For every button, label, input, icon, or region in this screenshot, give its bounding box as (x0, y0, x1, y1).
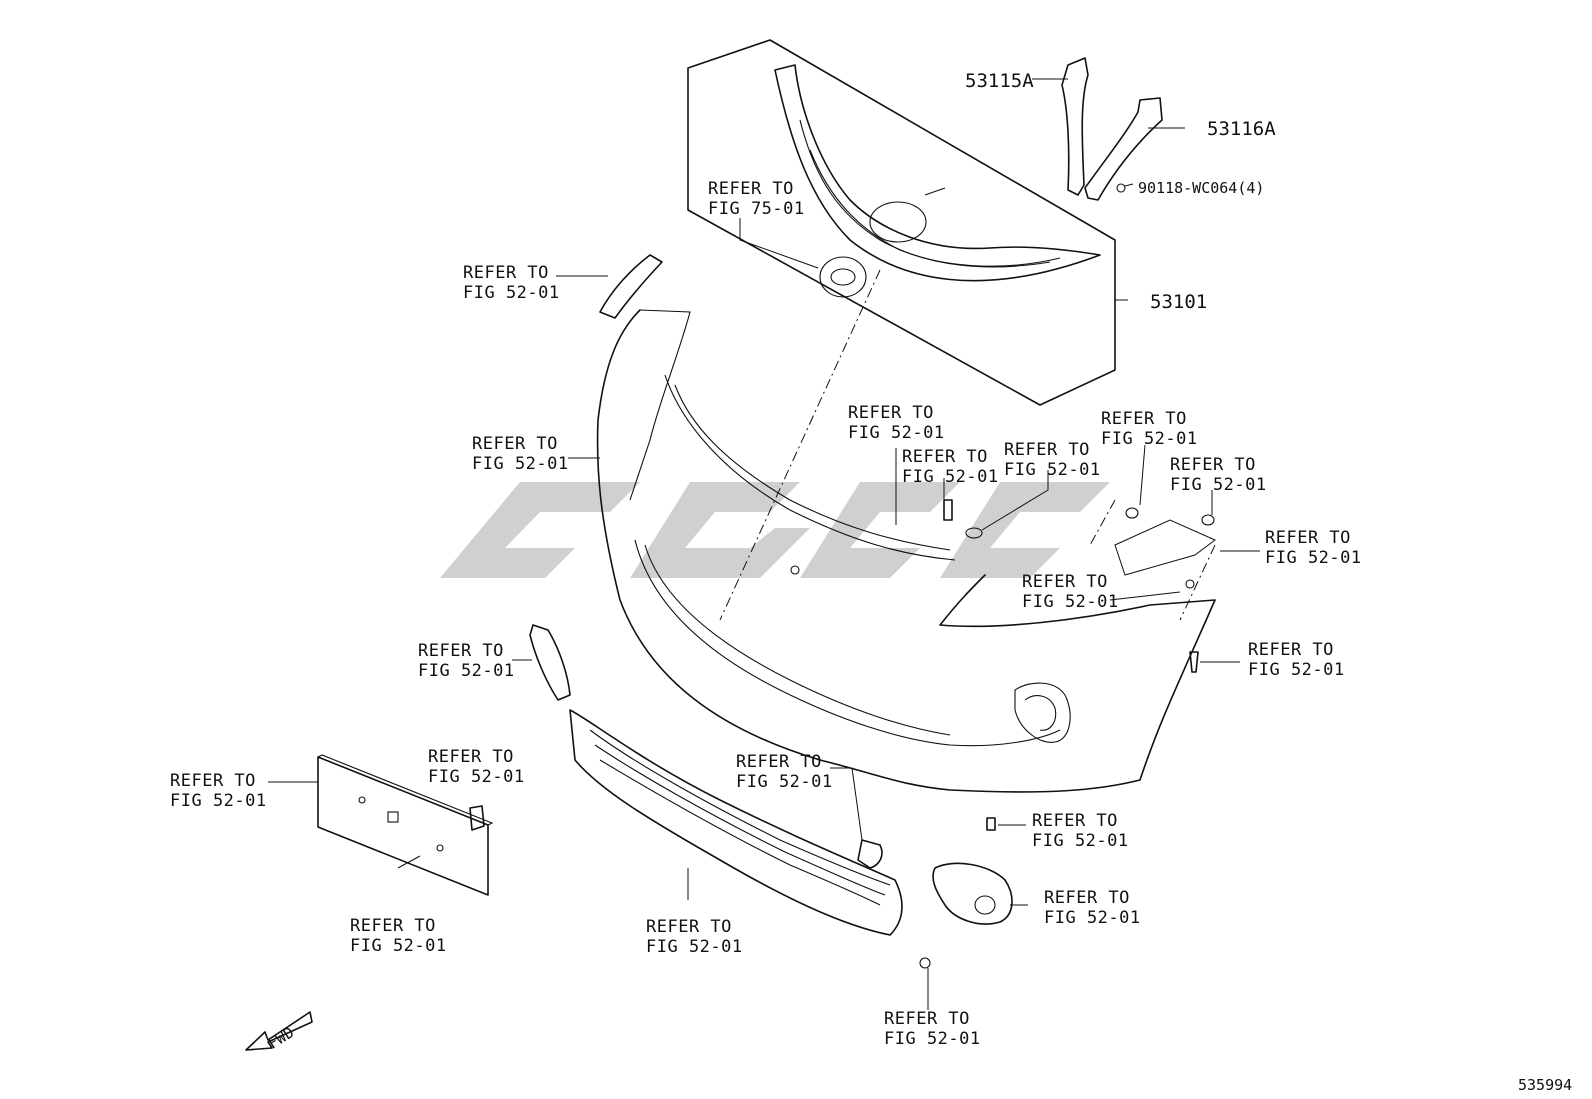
refer-label-12a: REFER TO (428, 747, 514, 767)
alignment-line (719, 269, 881, 621)
bracket-53115a (1032, 57, 1089, 196)
clip-icon-2 (943, 499, 953, 521)
upper-retainer-left (556, 254, 663, 319)
refer-label-7b: FIG 52-01 (1170, 475, 1267, 495)
refer-label-9a: REFER TO (1022, 572, 1108, 592)
refer-label-3b: FIG 52-01 (848, 423, 945, 443)
diagram-id: 535994 (1518, 1076, 1572, 1094)
refer-label-8a: REFER TO (1265, 528, 1351, 548)
alignment-line-right (1089, 499, 1116, 546)
refer-label-11b: FIG 52-01 (418, 661, 515, 681)
refer-label-7a: REFER TO (1170, 455, 1256, 475)
part-number-screw: 90118-WC064(4) (1138, 179, 1264, 197)
fog-cover-right (932, 862, 1028, 925)
screw-icon-2 (1185, 579, 1195, 589)
watermark-logo (440, 482, 1110, 578)
fog-cover-left (512, 624, 571, 701)
refer-label-18b: FIG 52-01 (646, 937, 743, 957)
refer-label-15b: FIG 52-01 (1032, 831, 1129, 851)
refer-label-16b: FIG 52-01 (1044, 908, 1141, 928)
refer-label-15a: REFER TO (1032, 811, 1118, 831)
clip-icon-3 (965, 527, 983, 539)
part-number-53101: 53101 (1150, 291, 1207, 313)
refer-label-12b: FIG 52-01 (428, 767, 525, 787)
refer-label-14b: FIG 52-01 (736, 772, 833, 792)
refer-label-4b: FIG 52-01 (902, 467, 999, 487)
lower-grille (569, 709, 903, 936)
refer-label-8b: FIG 52-01 (1265, 548, 1362, 568)
clip-icon-7 (986, 817, 996, 831)
refer-label-17b: FIG 52-01 (350, 936, 447, 956)
bumper-cover (596, 309, 1216, 793)
part-number-53116a: 53116A (1207, 118, 1276, 140)
clip-icon-5 (1201, 514, 1215, 526)
refer-label-3a: REFER TO (848, 403, 934, 423)
refer-label-9b: FIG 52-01 (1022, 592, 1119, 612)
refer-label-19a: REFER TO (884, 1009, 970, 1029)
screw-icon (1116, 183, 1126, 193)
refer-label-6a: REFER TO (1101, 409, 1187, 429)
refer-label-2b: FIG 52-01 (472, 454, 569, 474)
clip-icon (469, 805, 485, 831)
refer-label-14a: REFER TO (736, 752, 822, 772)
part-number-53115a: 53115A (965, 70, 1034, 92)
refer-label-line1: REFER TO (708, 179, 794, 199)
refer-label-1a: REFER TO (463, 263, 549, 283)
refer-labels: REFER TO FIG 52-01 REFER TO FIG 52-01 RE… (170, 263, 1362, 1049)
refer-label-10b: FIG 52-01 (1248, 660, 1345, 680)
refer-label-16a: REFER TO (1044, 888, 1130, 908)
toyota-emblem-icon (819, 256, 867, 298)
screw-icon-3 (919, 957, 931, 969)
refer-label-2a: REFER TO (472, 434, 558, 454)
fwd-arrow-icon: FWD (245, 1011, 313, 1053)
bracket-53116a (1084, 97, 1185, 201)
refer-label-line2: FIG 75-01 (708, 199, 805, 219)
refer-label-5b: FIG 52-01 (1004, 460, 1101, 480)
license-plate-bracket (268, 754, 494, 896)
refer-label-17a: REFER TO (350, 916, 436, 936)
refer-label-5a: REFER TO (1004, 440, 1090, 460)
alignment-line-right-2 (1179, 544, 1216, 621)
clip-icon-4 (1125, 507, 1139, 519)
refer-label-6b: FIG 52-01 (1101, 429, 1198, 449)
clip-icon-6 (1189, 651, 1199, 673)
refer-label-18a: REFER TO (646, 917, 732, 937)
fasteners (469, 444, 1260, 1010)
screw-icon-1 (790, 565, 800, 575)
refer-label-13b: FIG 52-01 (170, 791, 267, 811)
grille-assembly-box (687, 39, 1128, 406)
refer-label-4a: REFER TO (902, 447, 988, 467)
refer-label-19b: FIG 52-01 (884, 1029, 981, 1049)
refer-label-11a: REFER TO (418, 641, 504, 661)
refer-label-1b: FIG 52-01 (463, 283, 560, 303)
refer-label-13a: REFER TO (170, 771, 256, 791)
refer-label-10a: REFER TO (1248, 640, 1334, 660)
